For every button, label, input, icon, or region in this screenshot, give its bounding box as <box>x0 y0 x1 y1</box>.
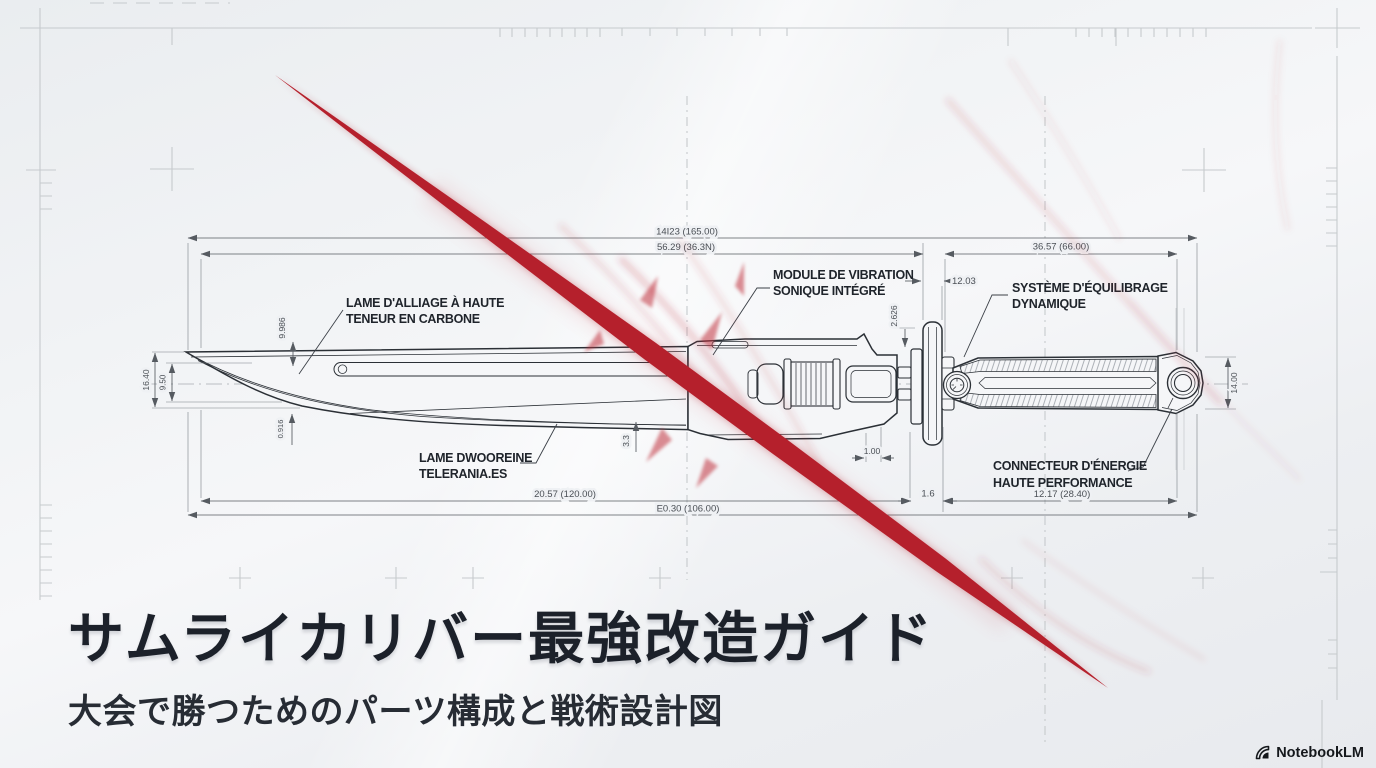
red-slash <box>275 39 1301 688</box>
callout-balance-system-line2: DYNAMIQUE <box>1012 297 1086 311</box>
vibration-cylinder <box>783 358 841 410</box>
callout-vibration-module-line2: SONIQUE INTÉGRÉ <box>773 283 885 298</box>
guard-mount-plate <box>910 348 923 425</box>
dimension-labels: 14I23 (165.00) 56.29 (36.3N) 36.57 (66.0… <box>139 224 1242 517</box>
dim-tip-inner: 9.50 <box>159 374 168 390</box>
callout-leaders <box>298 287 1173 472</box>
callout-blade-alloy-line1: LAME D'ALLIAGE À HAUTE <box>346 295 504 310</box>
power-connector-ring <box>1166 366 1200 400</box>
callout-core-blade-line2: TELERANIA.ES <box>419 467 507 481</box>
dim-overall-bottom: E0.30 (106.00) <box>657 504 720 515</box>
blade-outline <box>183 345 689 431</box>
grip-hatch-top <box>959 358 1157 374</box>
dimension-lines <box>151 234 1236 519</box>
dim-pommel-height: 14.00 <box>1229 372 1239 394</box>
brand-watermark: NotebookLM <box>1255 745 1364 761</box>
dim-grip-bottom: 12.17 (28.40) <box>1034 489 1091 500</box>
callout-power-connector: CONNECTEUR D'ÉNERGIE HAUTE PERFORMANCE <box>993 458 1147 490</box>
grip <box>942 355 1161 411</box>
dim-hilt-step: 2.626 <box>889 305 899 327</box>
page-subtitle: 大会で勝つためのパーツ構成と戦術設計図 <box>68 694 723 731</box>
callout-balance-system: SYSTÈME D'ÉQUILIBRAGE DYNAMIQUE <box>1012 280 1168 311</box>
dim-guard-bottom: 1.6 <box>921 489 934 500</box>
grip-hatch-bottom <box>959 392 1157 408</box>
callouts: LAME D'ALLIAGE À HAUTE TENEUR EN CARBONE… <box>298 268 1173 490</box>
brand-name: NotebookLM <box>1276 745 1364 761</box>
slash-blade-streak <box>275 75 1108 688</box>
cross-marks <box>229 567 1214 589</box>
callout-balance-system-line1: SYSTÈME D'ÉQUILIBRAGE <box>1012 280 1168 295</box>
bolster <box>756 363 784 405</box>
dim-overall-top: 14I23 (165.00) <box>656 227 718 238</box>
bevel-transition-line <box>349 398 687 414</box>
balance-dial <box>942 370 972 400</box>
extension-lines <box>152 243 1236 512</box>
callout-power-connector-line1: CONNECTEUR D'ÉNERGIE <box>993 458 1147 473</box>
dim-spine-detail: 9.986 <box>277 317 287 339</box>
callout-vibration-module: MODULE DE VIBRATION SONIQUE INTÉGRÉ <box>773 268 914 298</box>
guard-outline <box>922 321 943 446</box>
notebooklm-icon <box>1255 745 1270 760</box>
title-block: サムライカリバー最強改造ガイド 大会で勝つためのパーツ構成と戦術設計図 <box>68 594 934 733</box>
dim-tip-bevel: 0.916 <box>276 420 285 439</box>
blade <box>183 345 689 431</box>
top-ruler-ticks <box>171 28 1207 46</box>
callout-vibration-module-line1: MODULE DE VIBRATION <box>773 268 914 282</box>
side-ruler-ticks <box>40 167 1337 669</box>
side-panel <box>845 365 897 403</box>
callout-power-connector-line2: HAUTE PERFORMANCE <box>993 476 1132 490</box>
dim-tip-height: 16.40 <box>141 369 151 391</box>
callout-core-blade: LAME DWOOREINE TELERANIA.ES <box>419 451 532 481</box>
callout-blade-alloy: LAME D'ALLIAGE À HAUTE TENEUR EN CARBONE <box>346 295 504 326</box>
ink-splatter <box>584 262 744 488</box>
callout-blade-alloy-line2: TENEUR EN CARBONE <box>346 312 480 326</box>
dim-edge-detail: 3.3 <box>621 435 631 447</box>
page-title: サムライカリバー最強改造ガイド <box>68 607 935 670</box>
dim-guard-thickness: 12.03 <box>952 276 976 287</box>
callout-core-blade-line1: LAME DWOOREINE <box>419 451 532 465</box>
dim-tang-pin: 1.00 <box>864 446 881 456</box>
dim-blade-bottom: 20.57 (120.00) <box>534 489 596 500</box>
